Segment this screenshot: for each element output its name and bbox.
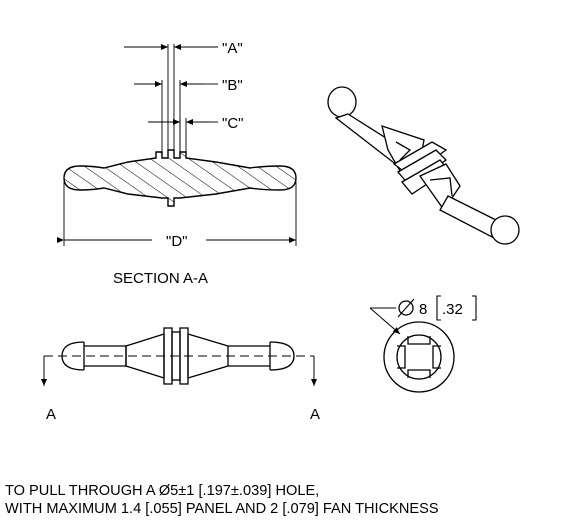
side-view xyxy=(41,327,317,386)
cut-label-right: A xyxy=(310,406,320,423)
note-block: TO PULL THROUGH A Ø5±1 [.197±.039] HOLE,… xyxy=(5,482,439,518)
dim-a-label: "A" xyxy=(222,40,243,57)
section-body xyxy=(63,149,297,207)
dim-b-label: "B" xyxy=(222,77,243,94)
section-title: SECTION A-A xyxy=(113,270,208,287)
diameter-bracket-value: .32 xyxy=(442,301,463,318)
dim-c-label: "C" xyxy=(222,115,243,132)
isometric-view xyxy=(327,86,520,245)
diameter-value: 8 xyxy=(419,301,427,318)
cut-label-left: A xyxy=(46,406,56,423)
section-view xyxy=(57,44,297,246)
note-line-2: WITH MAXIMUM 1.4 [.055] PANEL AND 2 [.07… xyxy=(5,501,439,517)
note-line-1: TO PULL THROUGH A Ø5±1 [.197±.039] HOLE, xyxy=(5,483,320,499)
end-view xyxy=(369,295,477,393)
dim-d-label: "D" xyxy=(166,233,187,250)
